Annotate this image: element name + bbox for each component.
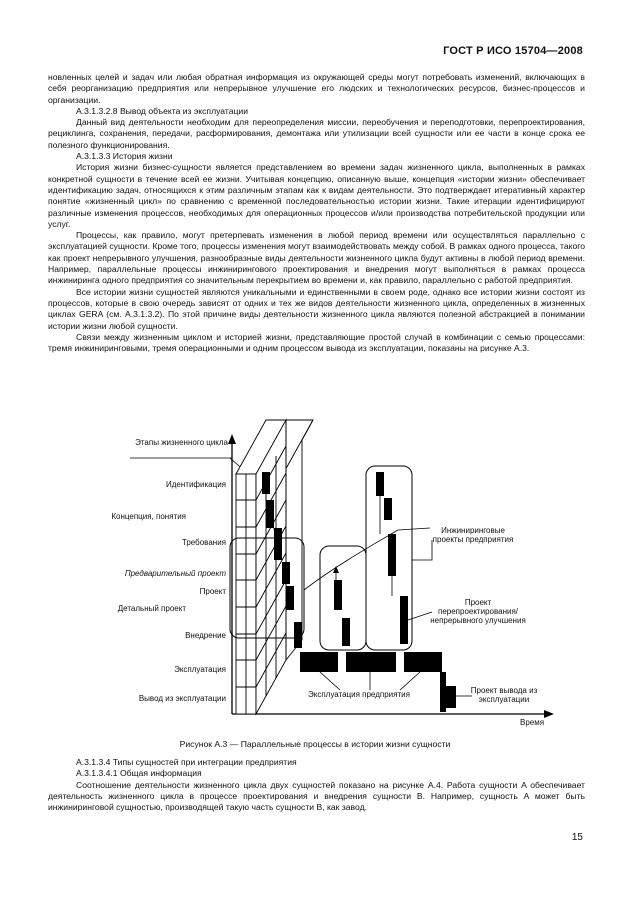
stage-label-operation: Эксплуатация — [174, 665, 226, 674]
paragraph: Процессы, как правило, могут претерпеват… — [48, 230, 585, 286]
body-text-top: новленных целей и задач или любая обратн… — [48, 72, 585, 354]
section-heading: A.3.1.3.3 История жизни — [76, 151, 173, 162]
stage-label-decommission: Вывод из эксплуатации — [138, 694, 226, 703]
stage-label-detailed-design: Детальный проект — [117, 604, 186, 613]
paragraph: История жизни бизнес-сущности является п… — [48, 162, 585, 229]
section-heading: A.3.1.3.4 Типы сущностей при интеграции … — [76, 757, 297, 767]
stage-label-requirements: Требования — [181, 538, 226, 547]
stage-label-design: Проект — [199, 587, 226, 596]
section-heading: A.3.1.3.4.1 Общая информация — [76, 768, 202, 779]
section-heading: A.3.1.3.2.8 Вывод объекта из эксплуатаци… — [76, 105, 249, 116]
paragraph: Все истории жизни сущностей являются уни… — [48, 286, 585, 331]
stage-axis-title: Этапы жизненного цикла — [135, 438, 228, 447]
paragraph: Данный вид деятельности необходим для пе… — [48, 117, 585, 150]
time-axis-label: Время — [520, 718, 545, 727]
callout-engineering-projects: Инжиниринговые проекты предприятия — [432, 526, 514, 544]
body-text-bottom: A.3.1.3.4 Типы сущностей при интеграции … — [48, 757, 585, 813]
page-number: 15 — [571, 832, 583, 843]
callout-decommission-project: Проект вывода из эксплуатации — [470, 686, 538, 704]
figure-caption: Рисунок A.3 — Параллельные процессы в ис… — [179, 739, 451, 749]
stage-label-identification: Идентификация — [166, 480, 226, 489]
stage-label-concept: Концепция, понятия — [111, 512, 186, 521]
callout-redesign-project: Проект перепроектирования/ непрерывного … — [430, 598, 526, 625]
paragraph: Соотношение деятельности жизненного цикл… — [48, 779, 585, 813]
callout-enterprise-operation: Эксплуатация предприятия — [308, 690, 410, 699]
standard-header: ГОСТ Р ИСО 15704—2008 — [443, 45, 583, 57]
paragraph: новленных целей и задач или любая обратн… — [48, 72, 585, 105]
paragraph: Связи между жизненным циклом и историей … — [48, 331, 585, 354]
stage-label-implementation: Внедрение — [185, 631, 226, 640]
stage-label-preliminary-design: Предварительный проект — [124, 569, 226, 578]
